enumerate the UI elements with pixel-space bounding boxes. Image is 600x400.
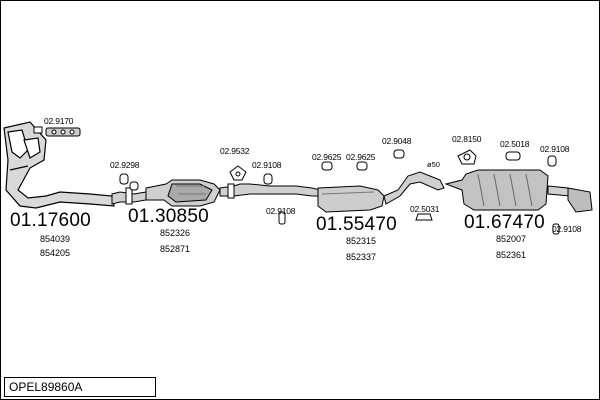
- rubber-9108-d: [552, 223, 560, 235]
- clamp-9298: [119, 173, 129, 185]
- rubber-9108-c: [547, 155, 557, 167]
- part-label-9108-a: 02.9108: [252, 160, 282, 170]
- part-label-5031: 02.5031: [410, 204, 440, 214]
- part-label-9048: 02.9048: [382, 136, 412, 146]
- ring-9108-a: [263, 173, 273, 185]
- group-number-2: 01.30850: [128, 206, 209, 227]
- clamp-9298-b: [129, 181, 139, 191]
- part-label-9625-a: 02.9625: [312, 152, 342, 162]
- part-label-9108-d: 02.9108: [552, 224, 582, 234]
- group-2-ref-2: 852871: [160, 244, 191, 254]
- group-2-ref-1: 852326: [160, 228, 191, 238]
- group-number-1: 01.17600: [10, 210, 91, 231]
- intermediate-pipe: [219, 183, 321, 199]
- part-label-9108-b: 02.9108: [266, 206, 296, 216]
- part-label-5018: 02.5018: [500, 139, 530, 149]
- group-number-3: 01.55470: [316, 214, 397, 235]
- rear-silencer: [444, 169, 593, 213]
- part-label-9625-b: 02.9625: [346, 152, 376, 162]
- group-3-ref-1: 852315: [346, 236, 377, 246]
- manifold-gasket: [33, 126, 81, 137]
- ring-9048: [393, 149, 405, 159]
- part-label-9170: 02.9170: [44, 116, 74, 126]
- hanger-9108-b: [278, 211, 286, 225]
- group-1-ref-2: 854205: [40, 248, 71, 258]
- exhaust-manifold: [3, 121, 115, 209]
- part-label-8150: 02.8150: [452, 134, 482, 144]
- part-label-9298: 02.9298: [110, 160, 140, 170]
- diagram-code-box: OPEL89860A: [4, 377, 156, 397]
- part-label-9108-c: 02.9108: [540, 144, 570, 154]
- group-1-ref-1: 854039: [40, 234, 71, 244]
- gasket-9532: [229, 165, 247, 181]
- group-3-ref-2: 852337: [346, 252, 377, 262]
- rubber-5018: [505, 151, 521, 161]
- catalytic-converter: [145, 179, 221, 207]
- part-label-9532: 02.9532: [220, 146, 250, 156]
- group-4-ref-1: 852007: [496, 234, 527, 244]
- front-pipe: [111, 187, 147, 205]
- rubbers-9625: [321, 161, 368, 171]
- group-4-ref-2: 852361: [496, 250, 527, 260]
- diameter-annotation: ø50: [427, 160, 440, 169]
- group-number-4: 01.67470: [464, 212, 545, 233]
- clamp-8150: [457, 149, 477, 165]
- ring-5031: [415, 213, 433, 221]
- middle-silencer: [317, 171, 445, 213]
